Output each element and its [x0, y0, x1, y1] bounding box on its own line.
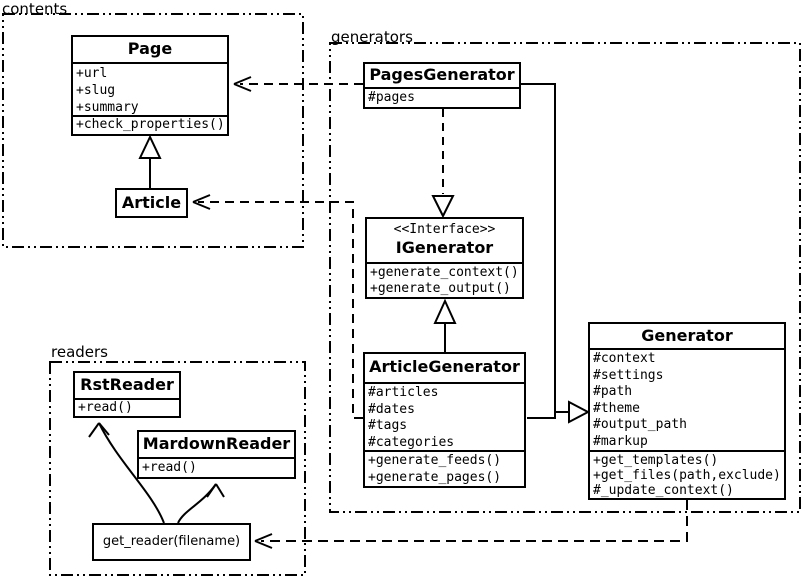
attribute-row: #settings — [593, 367, 664, 383]
dependency-arrow-pagesgenerator-to-page — [233, 76, 363, 92]
arrow-getreader-to-mardownreader — [177, 483, 225, 524]
readers-package-label: readers — [51, 343, 108, 361]
class-generator-title: Generator — [590, 324, 784, 350]
class-pagesgenerator: PagesGenerator #pages — [363, 62, 521, 109]
class-articlegenerator-attributes: #articles #dates #tags #categories — [365, 384, 524, 452]
method-row: +get_templates() — [593, 453, 719, 468]
attribute-row: #path — [593, 384, 633, 399]
attribute-row: #pages — [368, 90, 415, 105]
class-mardownreader: MardownReader +read() — [137, 430, 296, 479]
method-row: +read() — [78, 400, 133, 415]
method-row: +generate_pages() — [368, 469, 502, 485]
attribute-row: +summary — [76, 100, 139, 115]
readers-package-border — [49, 361, 306, 576]
class-igenerator: <<Interface>> IGenerator +generate_conte… — [365, 217, 524, 299]
method-row: +generate_output() — [370, 281, 511, 296]
method-row: +read() — [142, 460, 197, 475]
class-article: Article — [115, 188, 188, 218]
class-igenerator-title-text: IGenerator — [395, 238, 494, 257]
class-articlegenerator-title: ArticleGenerator — [365, 354, 524, 384]
generalization-arrow-generators-to-generator — [519, 83, 591, 424]
attribute-row: #dates — [368, 401, 415, 417]
dependency-arrow-articlegenerator-to-article — [192, 194, 363, 419]
method-row: +generate_feeds() — [368, 453, 502, 468]
get-reader-label: get_reader(filename) — [102, 534, 241, 549]
attribute-row: #articles — [368, 385, 439, 400]
class-mardownreader-methods: +read() — [139, 459, 294, 477]
attribute-row: #tags — [368, 418, 408, 433]
node-get-reader: get_reader(filename) — [92, 523, 251, 561]
class-page: Page +url +slug +summary +check_properti… — [71, 35, 229, 136]
class-pagesgenerator-title: PagesGenerator — [365, 64, 519, 89]
attribute-row: +slug — [76, 83, 116, 98]
class-generator: Generator #context #settings #path #them… — [588, 322, 786, 500]
arrow-getreader-to-rstreader — [88, 422, 165, 524]
contents-package-border — [2, 13, 304, 248]
class-pagesgenerator-attributes: #pages — [365, 89, 519, 107]
attribute-row: #output_path — [593, 417, 687, 432]
generators-package-label: generators — [331, 28, 413, 46]
method-row: +get_files(path,exclude) — [593, 468, 781, 483]
attribute-row: #categories — [368, 434, 455, 450]
class-rstreader: RstReader +read() — [73, 371, 181, 418]
class-igenerator-title: <<Interface>> IGenerator — [367, 219, 522, 264]
class-articlegenerator-methods: +generate_feeds() +generate_pages() — [365, 452, 524, 486]
method-row: +check_properties() — [76, 117, 225, 132]
class-generator-attributes: #context #settings #path #theme #output_… — [590, 350, 784, 452]
class-rstreader-methods: +read() — [75, 400, 179, 416]
realization-arrow-pagesgenerator-to-igenerator — [431, 109, 455, 219]
class-generator-methods: +get_templates() +get_files(path,exclude… — [590, 452, 784, 498]
class-igenerator-methods: +generate_context() +generate_output() — [367, 264, 522, 297]
class-page-attributes: +url +slug +summary — [73, 64, 227, 117]
generators-package-border — [329, 42, 801, 513]
attribute-row: #context — [593, 351, 656, 366]
interface-stereotype: <<Interface>> — [393, 222, 496, 237]
class-page-title: Page — [73, 37, 227, 64]
contents-package-label: contents — [2, 0, 68, 18]
method-row: +generate_context() — [370, 265, 519, 280]
realization-arrow-articlegenerator-to-igenerator — [433, 298, 457, 352]
class-articlegenerator: ArticleGenerator #articles #dates #tags … — [363, 352, 526, 488]
method-row: #_update_context() — [593, 483, 734, 498]
attribute-row: #markup — [593, 433, 648, 449]
class-article-title: Article — [121, 193, 182, 212]
dependency-arrow-generator-to-getreader — [254, 500, 688, 549]
class-page-methods: +check_properties() — [73, 117, 227, 134]
attribute-row: +url — [76, 66, 108, 81]
class-mardownreader-title: MardownReader — [139, 432, 294, 459]
attribute-row: #theme — [593, 400, 640, 416]
generalization-arrow-article-to-page — [138, 134, 162, 188]
class-rstreader-title: RstReader — [75, 373, 179, 400]
